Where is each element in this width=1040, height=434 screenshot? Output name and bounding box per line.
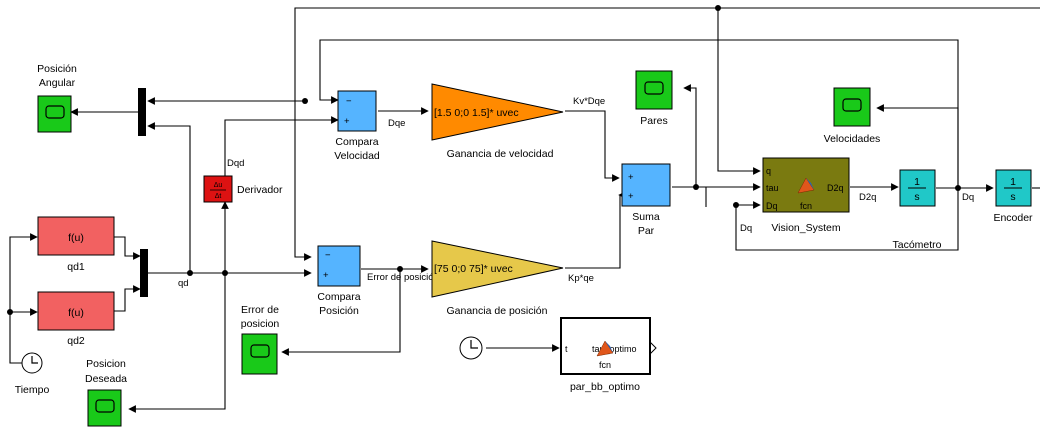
- svg-text:f(u): f(u): [68, 307, 84, 319]
- sum-compara-posicion[interactable]: − + Compara Posición: [317, 245, 361, 317]
- svg-text:s: s: [914, 191, 919, 203]
- derivador-block[interactable]: Δu Δt Derivador: [203, 175, 283, 203]
- svg-text:s: s: [1010, 191, 1015, 203]
- block-label: par_bb_optimo: [570, 381, 640, 393]
- svg-text:Velocidad: Velocidad: [334, 150, 380, 162]
- signal-label-dq: Dq: [962, 192, 974, 203]
- block-label: Encoder: [993, 212, 1033, 224]
- block-label: Tiempo: [15, 384, 50, 396]
- svg-text:+: +: [344, 116, 350, 127]
- matlab-logo-icon: [797, 177, 815, 194]
- svg-text:1: 1: [1010, 176, 1016, 188]
- scope-label: Posición: [37, 63, 77, 75]
- svg-text:Δu: Δu: [214, 182, 223, 189]
- svg-text:+: +: [628, 172, 634, 183]
- block-label: Velocidades: [824, 133, 881, 145]
- svg-text:+: +: [628, 191, 634, 202]
- matlab-logo-icon: [596, 340, 614, 357]
- svg-text:fcn: fcn: [599, 360, 611, 370]
- mux-qd[interactable]: [140, 249, 148, 297]
- clock-tiempo[interactable]: Tiempo: [15, 352, 50, 396]
- scope-error-posicion[interactable]: Error de posicion: [241, 304, 280, 375]
- signal-label-qd: qd: [178, 278, 189, 289]
- scope-posicion-angular[interactable]: Posición Angular: [37, 63, 77, 133]
- svg-text:Δt: Δt: [215, 193, 222, 200]
- svg-text:q: q: [766, 166, 771, 176]
- matlab-fcn-vision-system[interactable]: q tau Dq D2q fcn Vision_System: [762, 157, 850, 234]
- svg-text:Compara: Compara: [335, 136, 378, 148]
- svg-text:f(u): f(u): [68, 232, 84, 244]
- signal-label-dqd: Dqd: [227, 158, 244, 169]
- scope-label: Angular: [39, 77, 76, 89]
- svg-text:Deseada: Deseada: [85, 373, 127, 385]
- svg-text:Par: Par: [638, 225, 655, 237]
- matlab-fcn-par-bb-optimo[interactable]: t tau_optimo fcn par_bb_optimo: [560, 317, 657, 393]
- svg-text:Dq: Dq: [766, 201, 778, 211]
- signal-lines: [9, 7, 1040, 413]
- svg-text:t: t: [565, 344, 568, 354]
- svg-text:posicion: posicion: [241, 318, 280, 330]
- mux-angular[interactable]: [138, 88, 146, 136]
- svg-text:+: +: [323, 270, 329, 281]
- svg-text:1: 1: [914, 176, 920, 188]
- svg-text:tau: tau: [766, 183, 779, 193]
- signal-label-error: Error de posición: [367, 272, 439, 283]
- scope-pares[interactable]: Pares: [635, 70, 673, 127]
- signal-label-dqe: Dqe: [388, 118, 405, 129]
- junction-dots: [7, 5, 961, 315]
- block-label: Pares: [640, 115, 667, 127]
- sum-compara-velocidad[interactable]: − + Compara Velocidad: [334, 90, 380, 162]
- block-label: Vision_System: [771, 222, 841, 234]
- signal-label-dq-fb: Dq: [740, 223, 752, 234]
- svg-text:Posicion: Posicion: [86, 358, 126, 370]
- svg-text:Suma: Suma: [632, 211, 660, 223]
- block-label: Tacómetro: [892, 239, 941, 251]
- integrator-tacometro[interactable]: 1 s Tacómetro: [892, 169, 942, 251]
- sum-suma-par[interactable]: + + Suma Par: [621, 163, 671, 237]
- svg-text:D2q: D2q: [827, 183, 844, 193]
- svg-text:Compara: Compara: [317, 291, 360, 303]
- svg-text:fcn: fcn: [800, 201, 812, 211]
- signal-label-kpqe: Kp*qe: [568, 273, 594, 284]
- svg-text:Posición: Posición: [319, 305, 359, 317]
- gain-velocidad[interactable]: [1.5 0;0 1.5]* uvec Ganancia de velocida…: [431, 83, 564, 160]
- scope-posicion-deseada[interactable]: Posicion Deseada: [85, 358, 127, 427]
- block-label: Ganancia de velocidad: [447, 148, 554, 160]
- svg-text:−: −: [346, 96, 352, 107]
- gain-posicion[interactable]: [75 0;0 75]* uvec Ganancia de posición: [431, 240, 564, 317]
- block-label: Derivador: [237, 184, 283, 196]
- clock-par-bb[interactable]: [459, 336, 483, 360]
- block-label: qd1: [67, 261, 85, 273]
- block-label: Ganancia de posición: [447, 305, 548, 317]
- svg-text:−: −: [325, 250, 331, 261]
- svg-text:[75 0;0 75]* uvec: [75 0;0 75]* uvec: [434, 263, 513, 275]
- svg-text:tau_optimo: tau_optimo: [592, 344, 637, 354]
- signal-label-d2q: D2q: [859, 192, 876, 203]
- svg-text:Error de: Error de: [241, 304, 279, 316]
- integrator-encoder[interactable]: 1 s Encoder: [993, 169, 1033, 224]
- svg-text:[1.5 0;0 1.5]* uvec: [1.5 0;0 1.5]* uvec: [434, 107, 519, 119]
- scope-velocidades[interactable]: Velocidades: [824, 87, 881, 145]
- fcn-qd1[interactable]: f(u) qd1: [37, 216, 115, 273]
- signal-label-kvdqe: Kv*Dqe: [573, 96, 605, 107]
- fcn-qd2[interactable]: f(u) qd2: [37, 291, 115, 347]
- block-label: qd2: [67, 335, 85, 347]
